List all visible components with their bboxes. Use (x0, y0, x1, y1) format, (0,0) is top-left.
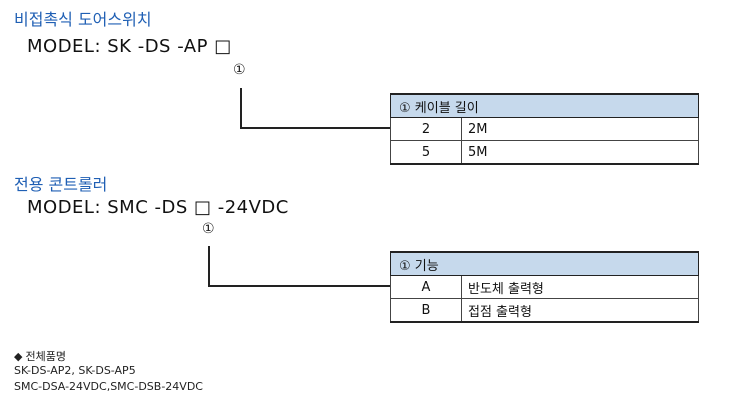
cable-length-table: ① 케이블 길이 2 2M 5 5M (390, 93, 699, 165)
sensor-heading: 비접촉식 도어스위치 (14, 10, 152, 29)
option-value: 5M (461, 140, 699, 165)
option-value: 접점 출력형 (461, 298, 699, 323)
option-code: B (390, 298, 462, 323)
function-table: ① 기능 A 반도체 출력형 B 접점 출력형 (390, 251, 699, 323)
controller-heading: 전용 콘트롤러 (14, 175, 108, 194)
product-list-line: SK-DS-AP2, SK-DS-AP5 (14, 364, 136, 377)
controller-connector-vertical (208, 246, 210, 286)
table-row: 2 2M (390, 117, 699, 141)
product-list-label: 전체품명 (25, 350, 66, 363)
sensor-connector-horizontal (240, 127, 390, 129)
sensor-connector-vertical (240, 88, 242, 128)
product-list-title: ◆전체품명 (14, 348, 66, 364)
table-row: 5 5M (390, 140, 699, 165)
product-list-line: SMC-DSA-24VDC,SMC-DSB-24VDC (14, 380, 203, 393)
sensor-model-code: MODEL: SK -DS -AP □ (27, 36, 232, 57)
sensor-option-marker: ① (233, 62, 246, 78)
table-row: B 접점 출력형 (390, 298, 699, 323)
option-value: 반도체 출력형 (461, 275, 699, 299)
controller-option-marker: ① (202, 221, 215, 237)
controller-connector-horizontal (208, 285, 390, 287)
option-value: 2M (461, 117, 699, 141)
function-header: ① 기능 (390, 251, 699, 276)
cable-length-header: ① 케이블 길이 (390, 93, 699, 118)
table-row: A 반도체 출력형 (390, 275, 699, 299)
option-code: 5 (390, 140, 462, 165)
option-code: A (390, 275, 462, 299)
diamond-bullet-icon: ◆ (14, 350, 23, 363)
controller-model-code: MODEL: SMC -DS □ -24VDC (27, 197, 289, 218)
option-code: 2 (390, 117, 462, 141)
